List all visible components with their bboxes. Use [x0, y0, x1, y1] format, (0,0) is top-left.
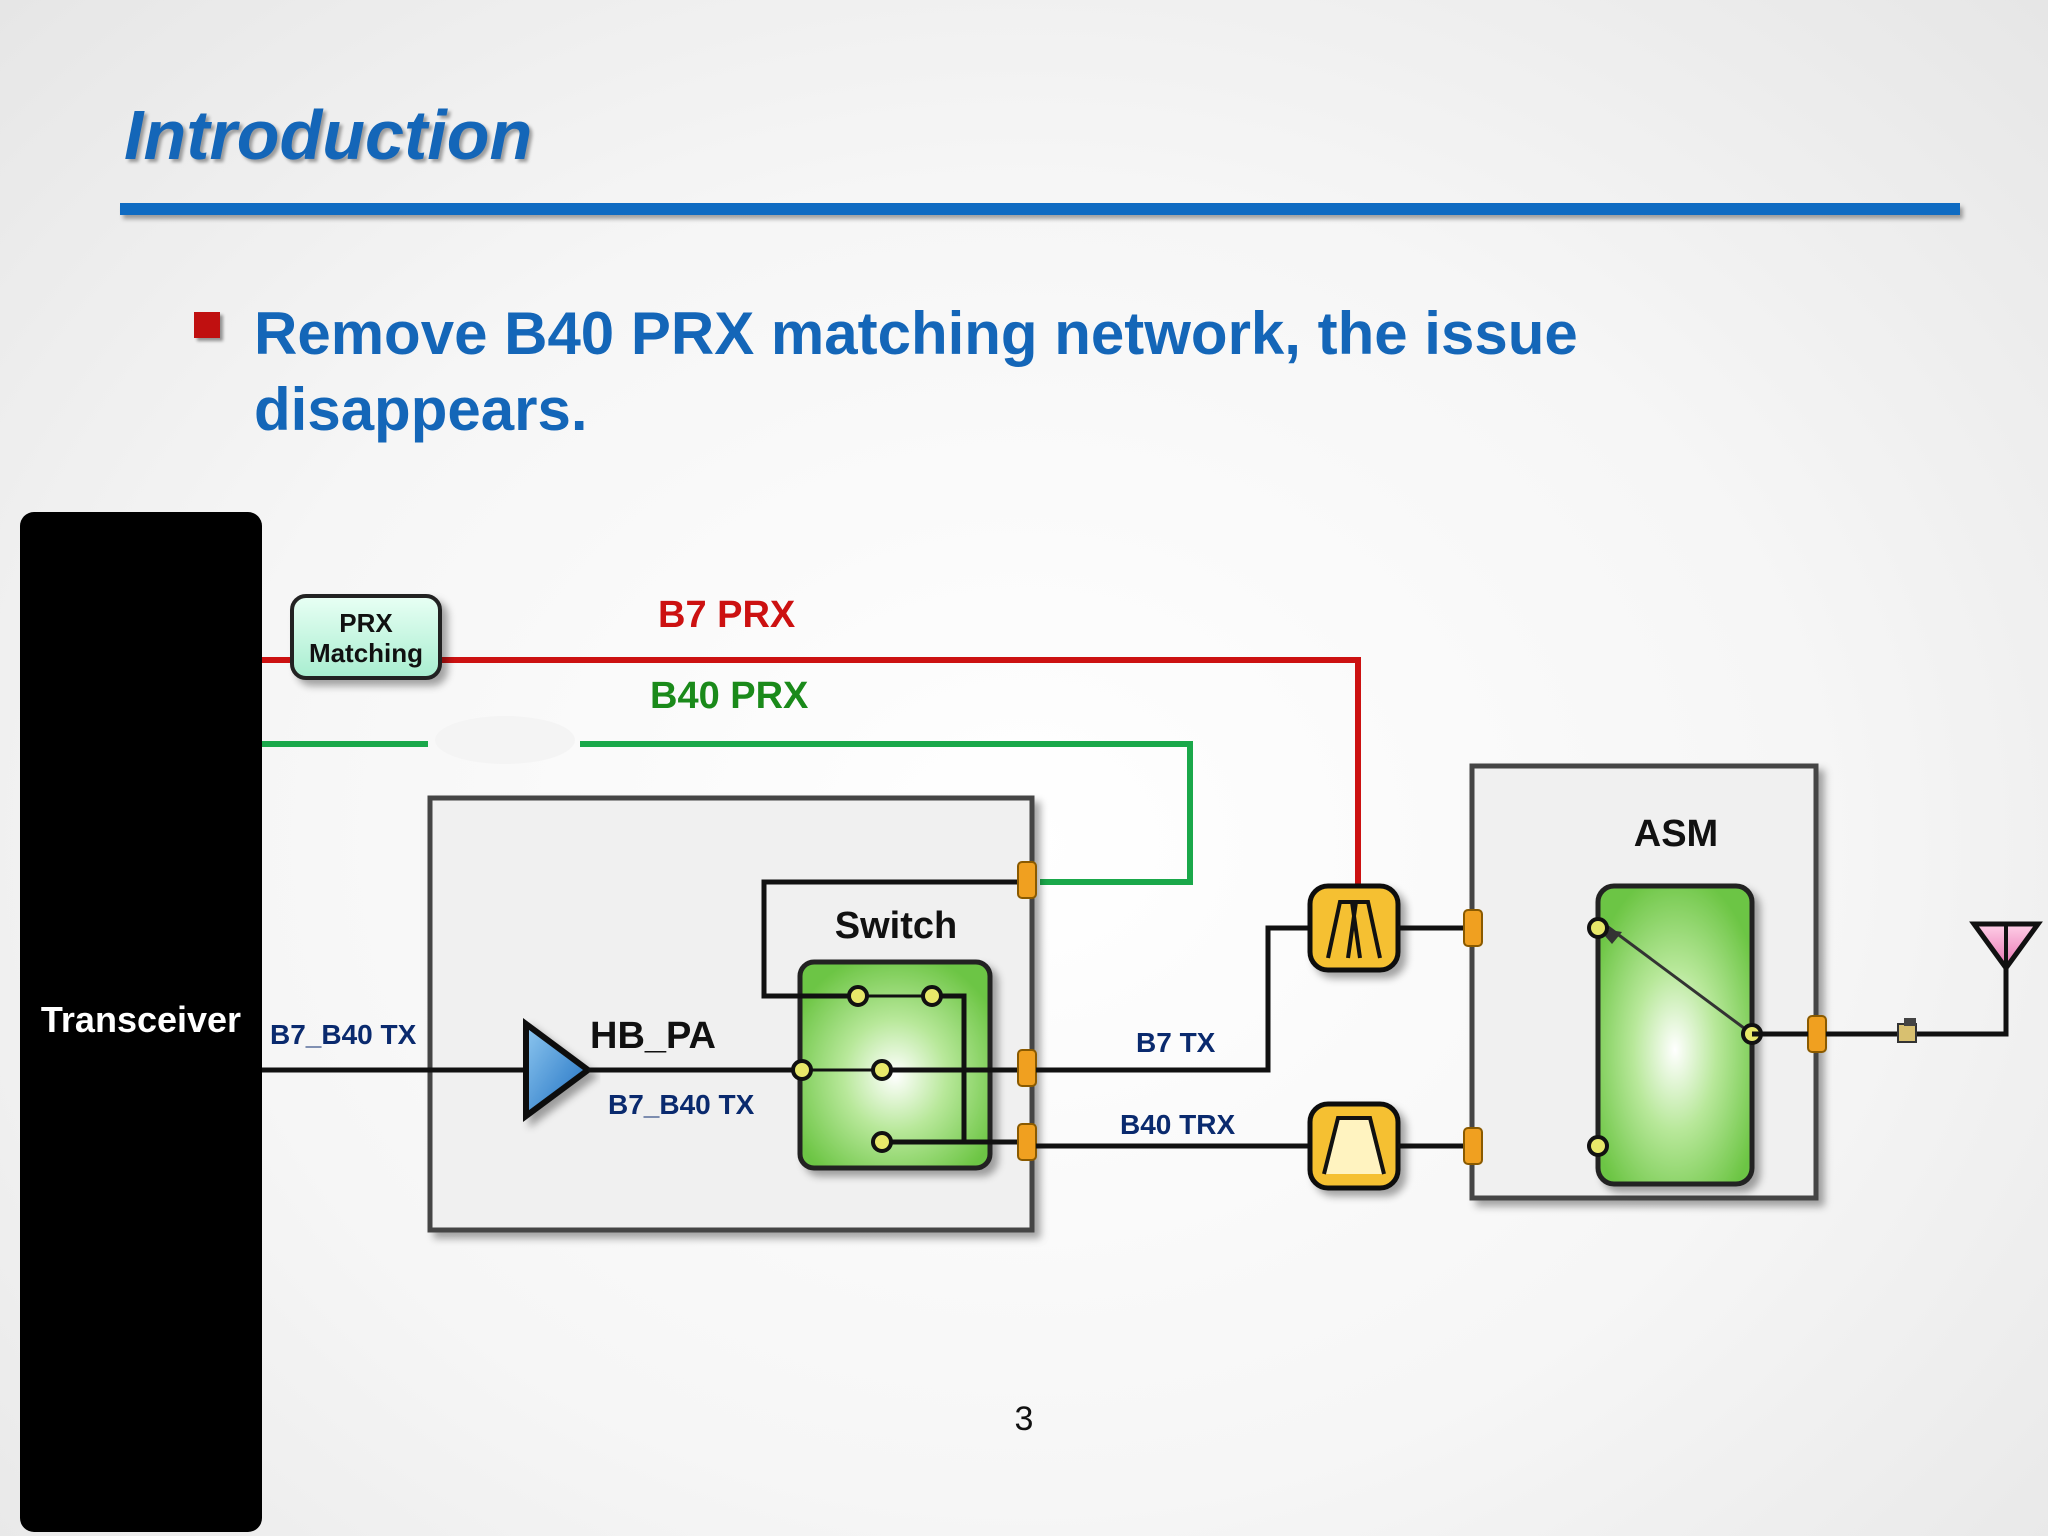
switch-node — [847, 985, 869, 1007]
switch-node — [871, 1059, 893, 1081]
switch-node — [921, 985, 943, 1007]
switch-label: Switch — [835, 905, 957, 947]
bullet-text: Remove B40 PRX matching network, the iss… — [254, 300, 1578, 443]
pa-port-b40-prx — [1017, 861, 1037, 899]
bullet-square-icon — [194, 312, 220, 338]
b7-b40-tx-input-label: B7_B40 TX — [270, 1019, 417, 1050]
asm-node — [1587, 1135, 1609, 1157]
b7-tx-line — [1036, 925, 1312, 1073]
b7-prx-label: B7 PRX — [658, 594, 796, 636]
switch-node — [871, 1131, 893, 1153]
pa-port-b7-tx — [1017, 1049, 1037, 1087]
page-number: 3 — [1014, 1400, 1034, 1438]
connector-icon — [1897, 1018, 1917, 1043]
b7-b40-tx-pa-label: B7_B40 TX — [608, 1089, 755, 1120]
pa-port-b40-trx — [1017, 1123, 1037, 1161]
bandpass-symbol-icon — [1322, 1116, 1386, 1175]
slide-title: Introduction — [124, 96, 533, 174]
asm-port-ant — [1807, 1015, 1827, 1053]
removed-matching-ghost — [435, 716, 575, 764]
asm-port-b7 — [1463, 909, 1483, 947]
asm-label: ASM — [1634, 813, 1718, 855]
b7-tx-label: B7 TX — [1136, 1027, 1216, 1058]
hb-pa-label: HB_PA — [590, 1015, 716, 1057]
asm-switch-block — [1595, 883, 1755, 1187]
asm-node — [1587, 917, 1609, 939]
prx-matching-box — [290, 594, 442, 680]
duplexer-symbol-icon — [1326, 900, 1382, 959]
prx-matching-label-line1: PRX — [339, 608, 393, 638]
b7-prx-line — [262, 657, 1361, 888]
b40-trx-label: B40 TRX — [1120, 1109, 1235, 1140]
hb-pa-amplifier — [523, 1018, 594, 1122]
switch-node — [791, 1059, 813, 1081]
b40-prx-label: B40 PRX — [650, 675, 809, 717]
prx-matching-label-line2: Matching — [309, 638, 423, 668]
asm-switch-arm — [1603, 922, 1753, 1036]
antenna-feed-line — [1826, 968, 2009, 1037]
transceiver-block — [20, 512, 262, 1532]
transceiver-label: Transceiver — [41, 999, 241, 1040]
b40-prx-line-right — [580, 741, 1193, 885]
title-underline — [120, 203, 1960, 215]
asm-port-b40 — [1463, 1127, 1483, 1165]
switch-b40-prx-wire — [761, 879, 1026, 999]
